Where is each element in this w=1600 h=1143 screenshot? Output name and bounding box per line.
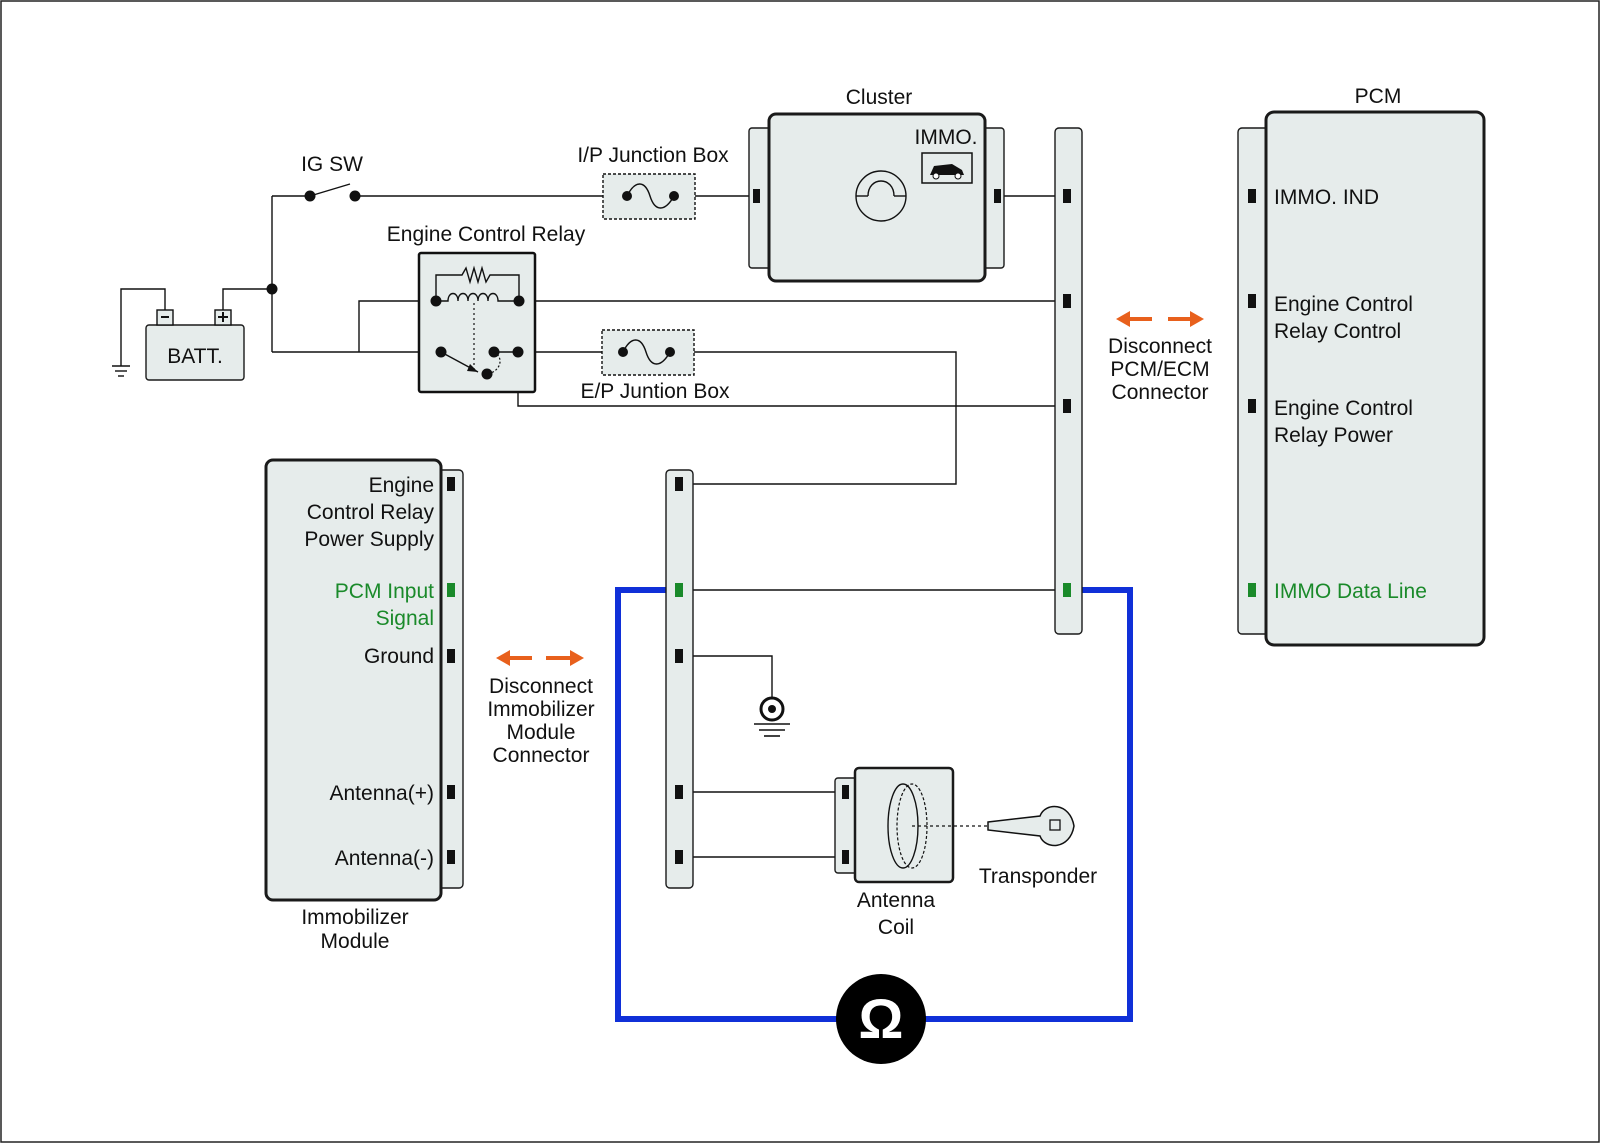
- disconnect-pcm-arrow: Disconnect PCM/ECM Connector: [1108, 311, 1212, 404]
- ep-junction-box-label: E/P Juntion Box: [580, 380, 730, 403]
- ohmmeter-icon: [836, 974, 926, 1064]
- battery: BATT.: [145, 309, 245, 381]
- pcm-pin-relay-control-line1: Engine Control: [1274, 293, 1413, 316]
- immo-pin-relay-power-line2: Control Relay: [307, 501, 435, 524]
- pcm-connector-strip: [1054, 127, 1083, 635]
- ig-sw-label: IG SW: [301, 153, 363, 176]
- disconnect-immo-line3: Module: [507, 721, 576, 744]
- immo-pin-antenna-minus: Antenna(-): [335, 847, 434, 870]
- immo-pin-antenna-plus: Antenna(+): [330, 782, 435, 805]
- ground-icon: [754, 696, 790, 737]
- cluster-label: Cluster: [846, 86, 913, 109]
- pcm-label: PCM: [1355, 85, 1402, 108]
- pcm-pin-immo-ind: IMMO. IND: [1274, 186, 1379, 209]
- cluster: Cluster IMMO.: [748, 86, 1005, 283]
- engine-control-relay: Engine Control Relay: [387, 223, 586, 394]
- ohmmeter-loop: Ω: [615, 587, 1133, 1064]
- immobilizer-module-label-line1: Immobilizer: [301, 906, 408, 929]
- pcm-pin-relay-power-line1: Engine Control: [1274, 397, 1413, 420]
- ohm-symbol: Ω: [859, 987, 904, 1050]
- immo-pin-pcm-input-line1: PCM Input: [335, 580, 434, 603]
- pcm: PCM IMMO. IND Engine Control Relay Contr…: [1237, 85, 1486, 647]
- battery-label: BATT.: [167, 345, 223, 368]
- immo-pin-ground: Ground: [364, 645, 434, 668]
- ignition-switch: IG SW: [301, 153, 363, 202]
- immobilizer-module: Engine Control Relay Power Supply PCM In…: [264, 458, 464, 953]
- immo-pin-pcm-input-line2: Signal: [376, 607, 434, 630]
- disconnect-immobilizer-arrow: Disconnect Immobilizer Module Connector: [487, 650, 595, 767]
- transponder-label: Transponder: [979, 865, 1097, 888]
- engine-control-relay-label: Engine Control Relay: [387, 223, 586, 246]
- ip-junction-box-label: I/P Junction Box: [577, 144, 729, 167]
- antenna-coil-label-line1: Antenna: [857, 889, 936, 912]
- immo-pin-relay-power-line1: Engine: [369, 474, 434, 497]
- antenna-coil: Antenna Coil: [834, 766, 992, 939]
- disconnect-immo-line1: Disconnect: [489, 675, 593, 698]
- pcm-pin-relay-power-line2: Relay Power: [1274, 424, 1393, 447]
- immo-label: IMMO.: [915, 126, 978, 149]
- ep-junction-box: E/P Juntion Box: [580, 329, 730, 403]
- immo-pin-relay-power-line3: Power Supply: [304, 528, 434, 551]
- immobilizer-module-label-line2: Module: [321, 930, 390, 953]
- immobilizer-connector-strip: [665, 469, 694, 889]
- disconnect-pcm-line3: Connector: [1112, 381, 1209, 404]
- transponder-key-icon: Transponder: [979, 805, 1097, 888]
- disconnect-pcm-line2: PCM/ECM: [1110, 358, 1209, 381]
- pcm-pin-relay-control-line2: Relay Control: [1274, 320, 1401, 343]
- disconnect-immo-line4: Connector: [493, 744, 590, 767]
- antenna-coil-label-line2: Coil: [878, 916, 914, 939]
- pcm-pin-immo-data-line: IMMO Data Line: [1274, 580, 1427, 603]
- ip-junction-box: I/P Junction Box: [577, 144, 729, 220]
- disconnect-immo-line2: Immobilizer: [487, 698, 594, 721]
- disconnect-pcm-line1: Disconnect: [1108, 335, 1212, 358]
